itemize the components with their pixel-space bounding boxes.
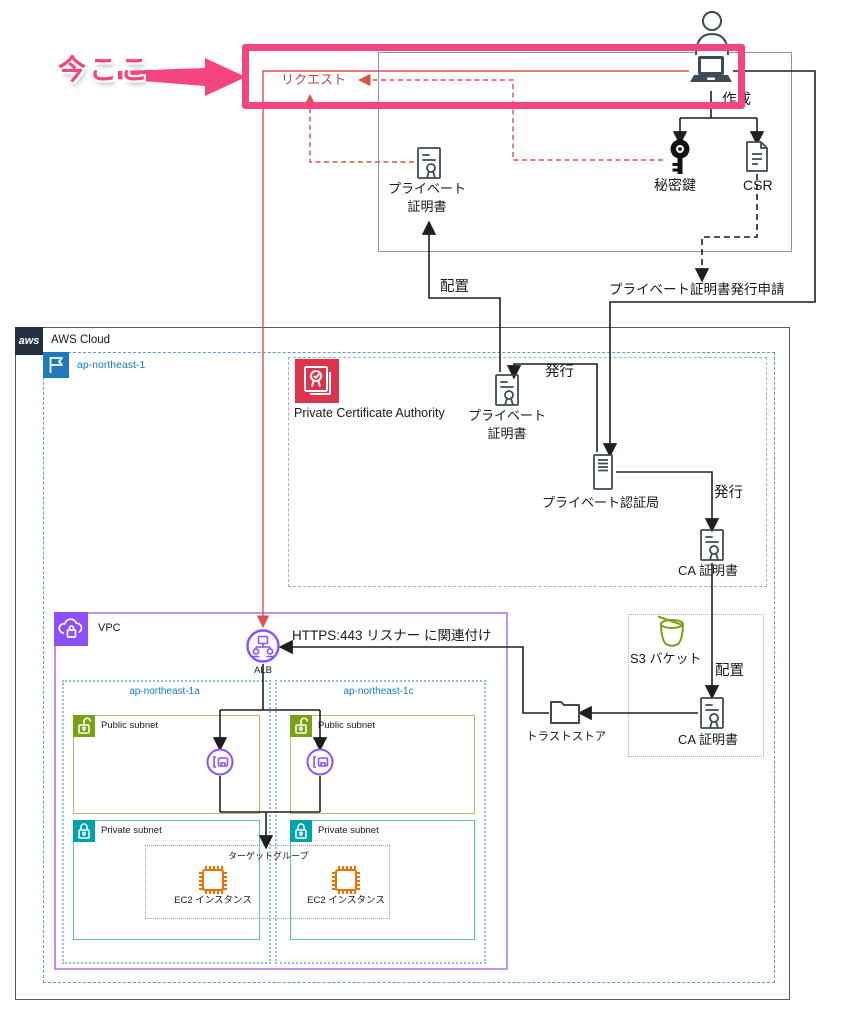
- private-subnet-c-icon: [290, 820, 312, 842]
- aws-logo-text: aws: [18, 335, 40, 347]
- pca-private-certificate-icon: [494, 373, 520, 412]
- alb-label: ALB: [254, 665, 272, 676]
- s3-bucket-icon: [652, 613, 690, 656]
- public-subnet-a-box: [73, 715, 260, 814]
- trust-store-label: トラストストア: [526, 731, 607, 743]
- ca-certificate-lower-label: CA 証明書: [678, 732, 738, 747]
- issue2-label: 発行: [714, 485, 743, 501]
- issue1-label: 発行: [545, 364, 574, 380]
- private-certificate-authority-label: Private Certificate Authority: [294, 406, 445, 420]
- pca-private-certificate-label-2: 証明書: [487, 426, 527, 441]
- ca-certificate-lower-icon: [699, 696, 725, 735]
- private-certificate-authority-icon: [295, 359, 339, 403]
- region-label: ap-northeast-1: [77, 359, 146, 371]
- public-subnet-a-icon: [73, 715, 95, 737]
- public-subnet-a-label: Public subnet: [101, 720, 159, 731]
- alb-icon: [245, 628, 281, 669]
- az-a-box: [62, 680, 271, 964]
- now-here-label: 今ここ: [58, 54, 152, 85]
- private-subnet-c-label: Private subnet: [318, 825, 379, 836]
- private-certificate-top-label-2: 証明書: [407, 199, 447, 214]
- ec2-a-label: EC2 インスタンス: [174, 895, 252, 906]
- deploy-top-label: 配置: [440, 279, 469, 295]
- trust-store-icon: [549, 697, 581, 730]
- private-subnet-a-icon: [73, 820, 95, 842]
- s3-section-box: [628, 614, 764, 757]
- s3-bucket-label: S3 バケット: [630, 651, 702, 666]
- listener-assoc-label: HTTPS:443 リスナー に関連付け: [292, 628, 492, 643]
- region-flag-icon: [43, 352, 69, 378]
- ca-certificate-upper-label: CA 証明書: [678, 563, 738, 578]
- private-key-label: 秘密鍵: [654, 177, 696, 193]
- ca-certificate-upper-icon: [699, 528, 725, 567]
- az-c-label: ap-northeast-1c: [343, 686, 414, 697]
- ec2-c-label: EC2 インスタンス: [307, 895, 385, 906]
- private-ca-label: プライベート認証局: [542, 495, 660, 510]
- highlight-box: [242, 44, 745, 109]
- pca-private-certificate-label-1: プライベート: [467, 408, 546, 423]
- pca-section-box: [288, 357, 767, 587]
- aws-cloud-label: AWS Cloud: [51, 334, 111, 346]
- csr-icon: [744, 140, 770, 178]
- issuance-request-label: プライベート証明書発行申請: [609, 282, 785, 297]
- deploy2-label: 配置: [715, 663, 744, 679]
- aws-logo-icon: aws: [15, 327, 43, 355]
- vpc-icon: [54, 612, 88, 646]
- az-a-label: ap-northeast-1a: [129, 686, 200, 697]
- csr-label: CSR: [743, 177, 773, 193]
- public-subnet-c-label: Public subnet: [318, 720, 376, 731]
- target-group-label: ターゲットグループ: [228, 851, 309, 861]
- private-subnet-a-box: [73, 820, 260, 940]
- eni-c-icon: [306, 748, 334, 781]
- public-subnet-c-box: [290, 715, 475, 814]
- public-subnet-c-icon: [290, 715, 312, 737]
- eni-a-icon: [206, 748, 234, 781]
- private-subnet-c-box: [290, 820, 475, 940]
- vpc-label: VPC: [98, 622, 121, 634]
- private-key-icon: [666, 138, 694, 181]
- private-ca-icon: [591, 453, 615, 496]
- private-certificate-top-label-1: プライベート: [387, 181, 466, 196]
- private-certificate-top-icon: [416, 146, 442, 185]
- private-subnet-a-label: Private subnet: [101, 825, 162, 836]
